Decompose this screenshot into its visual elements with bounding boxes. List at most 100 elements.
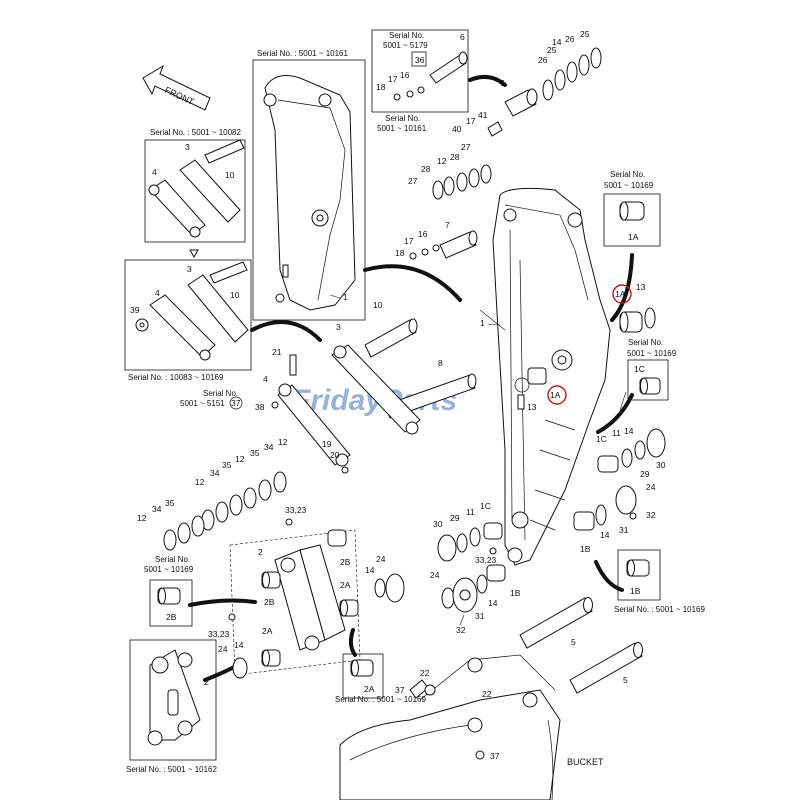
curve-1c [596,393,634,434]
serial-arm-frame: Serial No. : 5001 ~ 10161 [257,49,349,58]
link-top-box: Serial No. : 5001 ~ 10082 4 3 10 [144,128,246,259]
ref-2a-center: 2A [340,580,351,590]
link-bottom-box: Serial No. : 10083 ~ 10169 39 4 3 10 [124,259,252,382]
ref-36: 36 [415,55,425,65]
ref-3-bottom: 3 [187,264,192,274]
ref-33-23-top: 33,23 [285,505,307,515]
ref-40: 40 [452,124,462,134]
serial-2a: Serial No. : 5001 ~ 10169 [335,695,427,704]
serial-pin6-c: Serial No. [385,114,420,123]
ref-1a-right: 1A [615,289,626,299]
bush-1b-box: 1B Serial No. : 5001 ~ 10169 [614,549,706,614]
curve-top [468,74,507,87]
ref-11-center: 11 [466,507,475,517]
ref-14-top: 14 [552,37,562,47]
serial-pin6-b: 5001 ~ 5179 [383,41,428,50]
ref-22-bucket-a: 22 [420,668,430,678]
ref-16-box: 16 [400,70,410,80]
bolt38-group: Serial No. 5001 ~ 5151 37 38 [180,389,279,412]
serial-pin6-d: 5001 ~ 10161 [377,124,427,133]
link2-assembly: 2 33,23 2B 24 14 2A 2B 2A 24 14 33,23 [208,505,405,679]
curve-arm-frame [363,264,462,302]
front-arrow: FRONT [142,64,211,111]
ref-25-left: 25 [547,45,557,55]
ref-10-bottom: 10 [230,290,240,300]
seal-stack-lower-left: 12 34 35 [137,498,205,551]
serial-2b-b: 5001 ~ 10169 [144,565,194,574]
ref-17-box: 17 [388,74,398,84]
ref-16-pin7: 16 [418,229,428,239]
ref-35-left-b: 35 [250,448,260,458]
ref-10-middle: 10 [373,300,383,310]
ref-1b-box: 1B [630,586,641,596]
ref-24-right: 24 [646,482,656,492]
ref-32-center: 32 [456,625,466,635]
ref-4-bottom: 4 [155,288,160,298]
ref-14-center: 14 [365,565,375,575]
ref-38: 38 [255,402,265,412]
ref-37-bucket: 37 [395,685,405,695]
main-arm: 1 13 1A [480,187,611,566]
ref-2a-link: 2A [262,626,273,636]
serial-1c-a: Serial No. [628,338,663,347]
ref-20: 20 [330,450,340,460]
ref-5-upper: 5 [571,637,576,647]
ref-22-bucket-b: 22 [482,689,492,699]
bush-2b-box: Serial No. 5001 ~ 10169 2B [144,555,194,627]
ref-31-right: 31 [619,525,629,535]
top-right-pin: 6 41 40 17 25 25 26 26 14 [452,29,602,137]
ref-3-middle: 3 [336,322,341,332]
ref-28-right: 28 [450,152,460,162]
ref-1b-center: 1B [510,588,521,598]
ref-29-center: 29 [450,513,460,523]
ref-1-arm: 1 [480,318,485,328]
ref-4-middle: 4 [263,374,268,384]
bush-1b-right: 1B 14 31 24 32 [573,482,656,554]
ref-1c-right: 1C [596,434,607,444]
ref-29-right: 29 [640,469,650,479]
ref-12-left-a: 12 [195,477,205,487]
seal-group-1c: 1C 11 14 29 30 [596,426,666,479]
ref-14-1b: 14 [600,530,610,540]
ref-8: 8 [438,358,443,368]
seal-stack-upper-left: 12 34 35 12 35 34 12 [195,437,288,531]
ref-32-right: 32 [646,510,656,520]
serial-38-b: 5001 ~ 5151 [180,399,225,408]
ref-14-link2: 14 [234,640,244,650]
highlight-1a-right [612,284,632,304]
ref-30-center: 30 [433,519,443,529]
serial-2b-a: Serial No. [155,555,190,564]
ref-17-pin7: 17 [404,236,414,246]
ref-1a-box: 1A [628,232,639,242]
highlight-1a-arm [547,385,567,405]
ref-34-left-b: 34 [264,442,274,452]
curve-2b [188,598,257,607]
ref-26-right: 26 [565,34,575,44]
serial-link-bottom: Serial No. : 10083 ~ 10169 [128,373,224,382]
bucket-label: BUCKET [567,757,604,767]
ref-11-right: 11 [612,428,621,438]
link2-box: 2 Serial No. : 5001 ~ 10162 [126,639,218,774]
ref-12-left-b: 12 [235,454,245,464]
ref-4-top: 4 [152,167,157,177]
ref-30-right: 30 [656,460,666,470]
ref-10-top: 10 [225,170,235,180]
ref-2b-box: 2B [166,612,177,622]
ref-3-top: 3 [185,142,190,152]
ref-2b-link: 2B [264,597,275,607]
center-1c-group: 30 29 11 1C 33,23 [433,501,503,565]
ref-7: 7 [445,220,450,230]
ref-21: 21 [272,347,282,357]
serial-link2: Serial No. : 5001 ~ 10162 [126,765,218,774]
ref-1c-box: 1C [634,364,645,374]
ref-6-pin: 6 [500,78,505,88]
ref-18-box: 18 [376,82,386,92]
arm-frame-box: Serial No. : 5001 ~ 10161 1 [252,49,366,321]
ref-24-center-b: 24 [430,570,440,580]
serial-pin6-a: Serial No. [389,31,424,40]
ref-27-left: 27 [408,176,418,186]
ref-17-pin: 17 [466,116,476,126]
ref-2-center: 2 [258,547,263,557]
ref-35-left-c: 35 [165,498,175,508]
